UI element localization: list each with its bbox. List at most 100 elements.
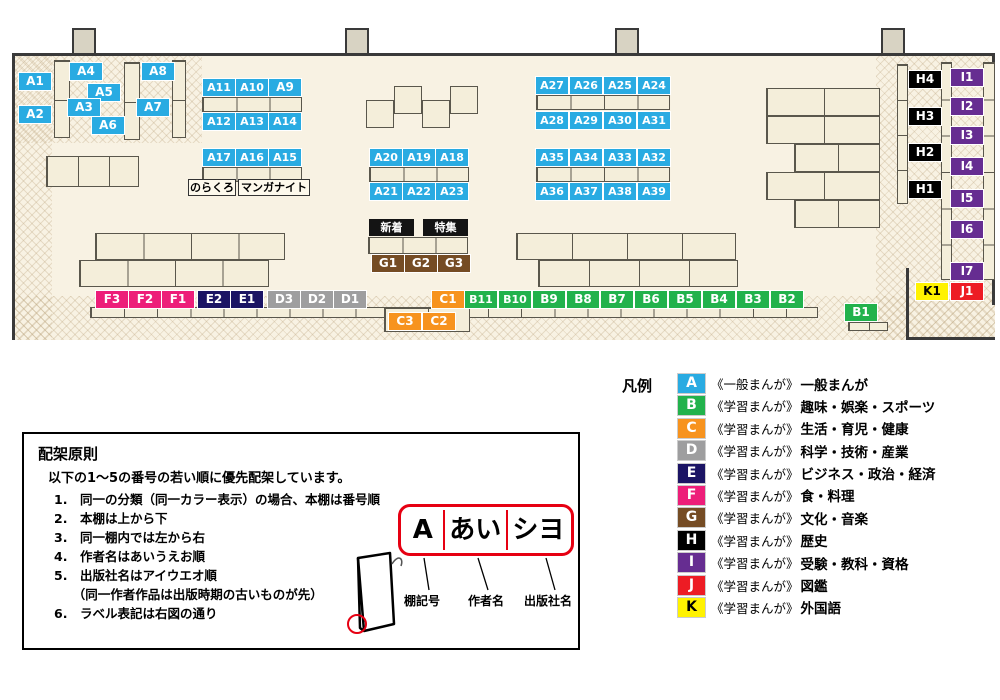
- legend-series-label: 《学習まんが》: [711, 466, 799, 482]
- shelf-label-A36: A36: [536, 183, 568, 200]
- legend-color-chip: E: [678, 463, 705, 483]
- legend-item-F: F《学習まんが》食・料理: [678, 485, 936, 505]
- shelf-block: [369, 167, 469, 182]
- shelf-block: [450, 86, 478, 114]
- shelf-label-F2: F2: [129, 291, 161, 308]
- sign-のらくろ: のらくろ: [188, 179, 236, 196]
- shelf-label-H2: H2: [909, 144, 941, 161]
- rule-item: （同一作者作品は出版時期の古いものが先）: [54, 587, 323, 602]
- legend-title: 凡例: [622, 377, 653, 395]
- shelf-block: [516, 233, 736, 260]
- shelf-label-A28: A28: [536, 112, 568, 129]
- shelf-block: [897, 64, 908, 204]
- diagram-annotation: 棚記号: [404, 594, 441, 608]
- diagram-cell: シヨ: [512, 517, 565, 543]
- sign-新着: 新着: [369, 219, 414, 236]
- shelf-label-A26: A26: [570, 77, 602, 94]
- legend-color-chip: J: [678, 575, 705, 595]
- rule-item: 2. 本棚は上から下: [54, 511, 168, 526]
- legend-series-label: 《学習まんが》: [711, 444, 799, 460]
- shelf-label-A32: A32: [638, 149, 670, 166]
- shelf-label-A23: A23: [436, 183, 468, 200]
- shelf-block: [848, 322, 888, 331]
- shelf-label-A4: A4: [70, 63, 102, 80]
- shelf-label-A37: A37: [570, 183, 602, 200]
- shelf-label-B2: B2: [771, 291, 803, 308]
- shelf-label-A30: A30: [604, 112, 636, 129]
- shelf-label-H4: H4: [909, 71, 941, 88]
- legend-series-label: 《学習まんが》: [711, 399, 799, 415]
- shelf-label-A14: A14: [269, 113, 301, 130]
- diagram-cell: A: [412, 517, 433, 543]
- shelf-label-A1: A1: [19, 73, 51, 90]
- sign-マンガナイト: マンガナイト: [238, 179, 310, 196]
- shelf-label-B1: B1: [845, 304, 877, 321]
- principles-rules: 1. 同一の分類（同一カラー表示）の場合、本棚は番号順 2. 本棚は上から下 3. …: [54, 490, 380, 623]
- shelf-label-J1: J1: [951, 283, 983, 300]
- shelf-label-E2: E2: [198, 291, 230, 308]
- legend-color-chip: K: [678, 597, 705, 617]
- shelf-label-A7: A7: [137, 99, 169, 116]
- shelf-block: [766, 116, 880, 144]
- shelf-label-D1: D1: [334, 291, 366, 308]
- shelf-label-A25: A25: [604, 77, 636, 94]
- legend-category-label: 生活・育児・健康: [800, 422, 909, 439]
- rule-item: 3. 同一棚内では左から右: [54, 530, 205, 545]
- legend-color-chip: A: [678, 374, 705, 393]
- shelf-label-A9: A9: [269, 79, 301, 96]
- legend-color-chip: I: [678, 553, 705, 573]
- shelf-block: [368, 237, 468, 254]
- shelf-block: [983, 62, 995, 280]
- legend-category-label: 歴史: [800, 534, 828, 551]
- book-icon: [347, 551, 403, 634]
- legend-category-label: ビジネス・政治・経済: [800, 467, 936, 484]
- shelf-label-A5: A5: [88, 84, 120, 101]
- shelf-label-A35: A35: [536, 149, 568, 166]
- legend-item-A: A《一般まんが》一般まんが: [678, 374, 936, 394]
- shelf-label-I4: I4: [951, 158, 983, 175]
- shelf-label-I5: I5: [951, 190, 983, 207]
- shelf-label-D2: D2: [301, 291, 333, 308]
- shelf-block: [536, 95, 670, 110]
- shelf-label-A22: A22: [403, 183, 435, 200]
- legend-series-label: 《学習まんが》: [711, 556, 799, 572]
- legend-series-label: 《学習まんが》: [711, 421, 799, 437]
- shelf-label-D3: D3: [268, 291, 300, 308]
- wall-pillar: [881, 28, 905, 55]
- shelf-label-A19: A19: [403, 149, 435, 166]
- diagram-separator: [442, 510, 445, 550]
- shelf-block: [202, 97, 302, 112]
- shelf-label-I3: I3: [951, 127, 983, 144]
- shelf-label-H3: H3: [909, 108, 941, 125]
- legend-series-label: 《学習まんが》: [711, 578, 799, 594]
- legend-item-B: B《学習まんが》趣味・娯楽・スポーツ: [678, 396, 936, 416]
- wall-pillar: [615, 28, 639, 55]
- shelf-label-E1: E1: [231, 291, 263, 308]
- legend-category-label: 文化・音楽: [800, 511, 869, 528]
- shelf-label-A24: A24: [638, 77, 670, 94]
- shelf-label-A17: A17: [203, 149, 235, 166]
- shelf-block: [794, 144, 880, 172]
- legend-item-D: D《学習まんが》科学・技術・産業: [678, 441, 936, 461]
- diagram-annotation: 出版社名: [524, 594, 573, 608]
- shelf-label-A31: A31: [638, 112, 670, 129]
- shelf-label-B11: B11: [465, 291, 497, 308]
- shelf-label-C3: C3: [389, 313, 421, 330]
- wall-pillar: [72, 28, 96, 55]
- shelf-block: [172, 60, 186, 138]
- shelf-label-I1: I1: [951, 69, 983, 86]
- shelf-label-G2: G2: [405, 255, 437, 272]
- legend-color-chip: B: [678, 396, 705, 416]
- rule-item: 1. 同一の分類（同一カラー表示）の場合、本棚は番号順: [54, 492, 380, 507]
- shelf-label-K1: K1: [916, 283, 948, 300]
- shelf-label-B9: B9: [533, 291, 565, 308]
- legend-series-label: 《一般まんが》: [711, 377, 799, 392]
- shelf-block: [46, 156, 139, 187]
- shelf-label-F3: F3: [96, 291, 128, 308]
- legend-item-G: G《学習まんが》文化・音楽: [678, 508, 936, 528]
- shelf-label-H1: H1: [909, 181, 941, 198]
- legend-color-chip: G: [678, 508, 705, 528]
- shelf-label-A20: A20: [370, 149, 402, 166]
